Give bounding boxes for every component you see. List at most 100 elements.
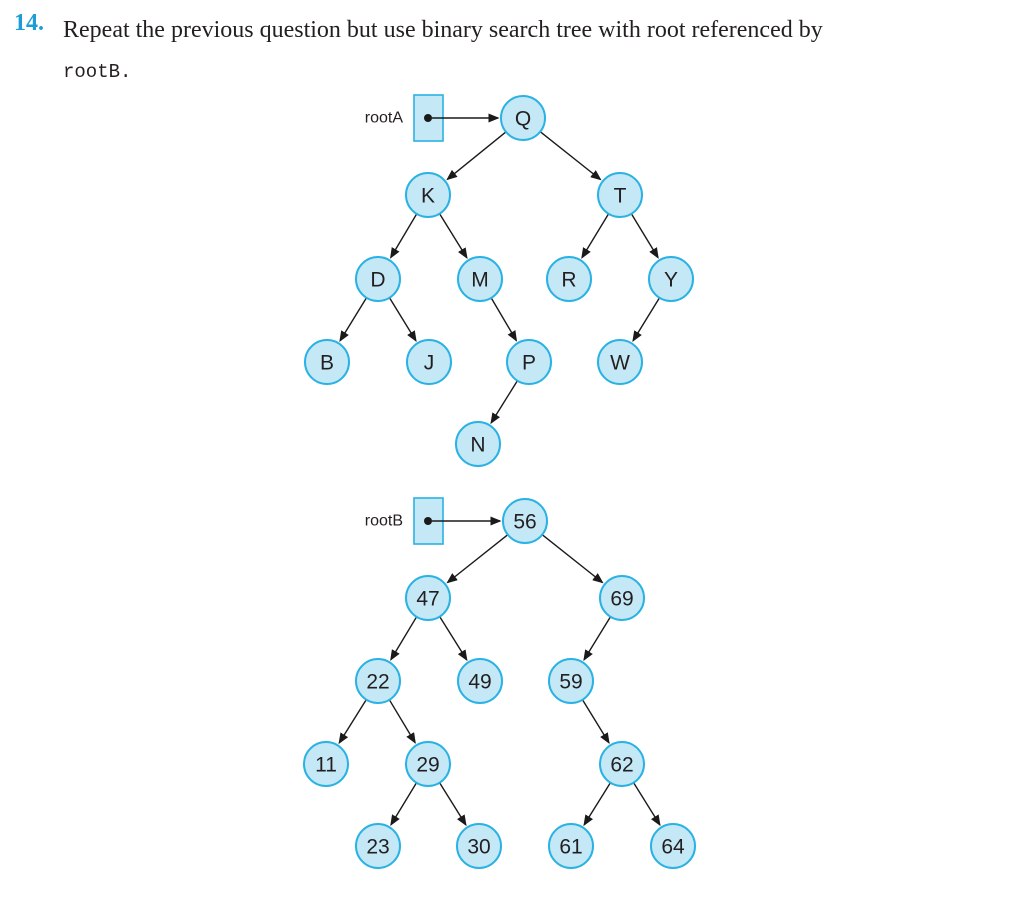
node-59-label: 59 <box>559 671 582 694</box>
node-11-label: 11 <box>315 754 337 777</box>
edge-47-49 <box>439 616 468 662</box>
node-M-circle <box>457 256 503 302</box>
node-N-circle <box>455 421 501 467</box>
question-body: Repeat the previous question but use bin… <box>63 10 993 92</box>
node-61-circle <box>548 823 594 869</box>
node-M: M <box>457 256 503 302</box>
node-P-label: P <box>522 352 536 375</box>
edge-D-J <box>388 297 417 342</box>
edge-K-M <box>439 213 468 259</box>
node-K: K <box>405 172 451 218</box>
node-30: 30 <box>456 823 502 869</box>
node-R: R <box>546 256 592 302</box>
edge-47-22 <box>390 616 418 661</box>
node-49-label: 49 <box>468 671 491 694</box>
node-47-label: 47 <box>416 588 439 611</box>
edge-T-Y <box>630 213 659 259</box>
node-Y: Y <box>648 256 694 302</box>
rootA-pointer-dot <box>424 114 432 122</box>
node-M-label: M <box>471 269 489 292</box>
node-J-circle <box>406 339 452 385</box>
node-59-circle <box>548 658 594 704</box>
rootB-label: rootB <box>365 513 403 530</box>
node-K-label: K <box>421 185 435 208</box>
node-P: P <box>506 339 552 385</box>
node-29: 29 <box>405 741 451 787</box>
node-56-circle <box>502 498 548 544</box>
node-23: 23 <box>355 823 401 869</box>
node-11-circle <box>303 741 349 787</box>
node-W: W <box>597 339 643 385</box>
node-69: 69 <box>599 575 645 621</box>
edge-29-23 <box>390 782 418 826</box>
node-P-circle <box>506 339 552 385</box>
tree-treeA: rootA Q K T D M R Y B J P W N <box>304 94 694 467</box>
node-T: T <box>597 172 643 218</box>
node-N-label: N <box>470 434 485 457</box>
rootA-label: rootA <box>365 110 404 127</box>
node-D: D <box>355 256 401 302</box>
node-49: 49 <box>457 658 503 704</box>
node-K-circle <box>405 172 451 218</box>
edge-Q-T <box>539 131 602 181</box>
node-30-label: 30 <box>467 836 490 859</box>
node-Q-label: Q <box>515 108 531 131</box>
node-W-label: W <box>610 352 630 375</box>
node-49-circle <box>457 658 503 704</box>
tree-treeB: rootB 56 47 69 22 49 59 11 29 62 23 30 61 64 <box>303 497 696 869</box>
node-J: J <box>406 339 452 385</box>
edge-K-D <box>390 213 418 259</box>
question-number: 14. <box>14 10 44 36</box>
node-Y-label: Y <box>664 269 678 292</box>
node-56-label: 56 <box>513 511 536 534</box>
node-59: 59 <box>548 658 594 704</box>
node-R-circle <box>546 256 592 302</box>
node-Q-circle <box>500 95 546 141</box>
node-22: 22 <box>355 658 401 704</box>
node-64-circle <box>650 823 696 869</box>
edge-P-N <box>490 380 518 425</box>
edge-29-30 <box>439 782 467 827</box>
edge-Y-W <box>632 297 661 342</box>
edge-D-B <box>339 297 368 342</box>
node-J-label: J <box>424 352 435 375</box>
node-64-label: 64 <box>661 836 685 859</box>
node-D-circle <box>355 256 401 302</box>
node-62-circle <box>599 741 645 787</box>
edge-22-11 <box>338 699 367 745</box>
node-T-label: T <box>614 185 627 208</box>
node-22-label: 22 <box>366 671 389 694</box>
node-30-circle <box>456 823 502 869</box>
node-69-label: 69 <box>610 588 633 611</box>
node-61: 61 <box>548 823 594 869</box>
edge-56-47 <box>446 534 509 584</box>
edge-22-29 <box>388 699 416 744</box>
rootB-pointer-dot <box>424 517 432 525</box>
node-T-circle <box>597 172 643 218</box>
edge-56-69 <box>541 534 604 584</box>
node-N: N <box>455 421 501 467</box>
edge-62-64 <box>633 782 661 827</box>
edge-59-62 <box>581 699 610 744</box>
node-Q: Q <box>500 95 546 141</box>
node-69-circle <box>599 575 645 621</box>
node-D-label: D <box>370 269 385 292</box>
edge-T-R <box>581 213 610 259</box>
edge-69-59 <box>583 616 612 661</box>
node-62: 62 <box>599 741 645 787</box>
node-B-circle <box>304 339 350 385</box>
question-code-rootB: rootB. <box>63 61 132 83</box>
node-62-label: 62 <box>610 754 633 777</box>
edge-M-P <box>490 297 518 342</box>
node-47: 47 <box>405 575 451 621</box>
node-R-label: R <box>561 269 576 292</box>
node-29-circle <box>405 741 451 787</box>
node-56: 56 <box>502 498 548 544</box>
node-23-circle <box>355 823 401 869</box>
node-61-label: 61 <box>559 836 582 859</box>
node-47-circle <box>405 575 451 621</box>
node-B: B <box>304 339 350 385</box>
node-64: 64 <box>650 823 696 869</box>
